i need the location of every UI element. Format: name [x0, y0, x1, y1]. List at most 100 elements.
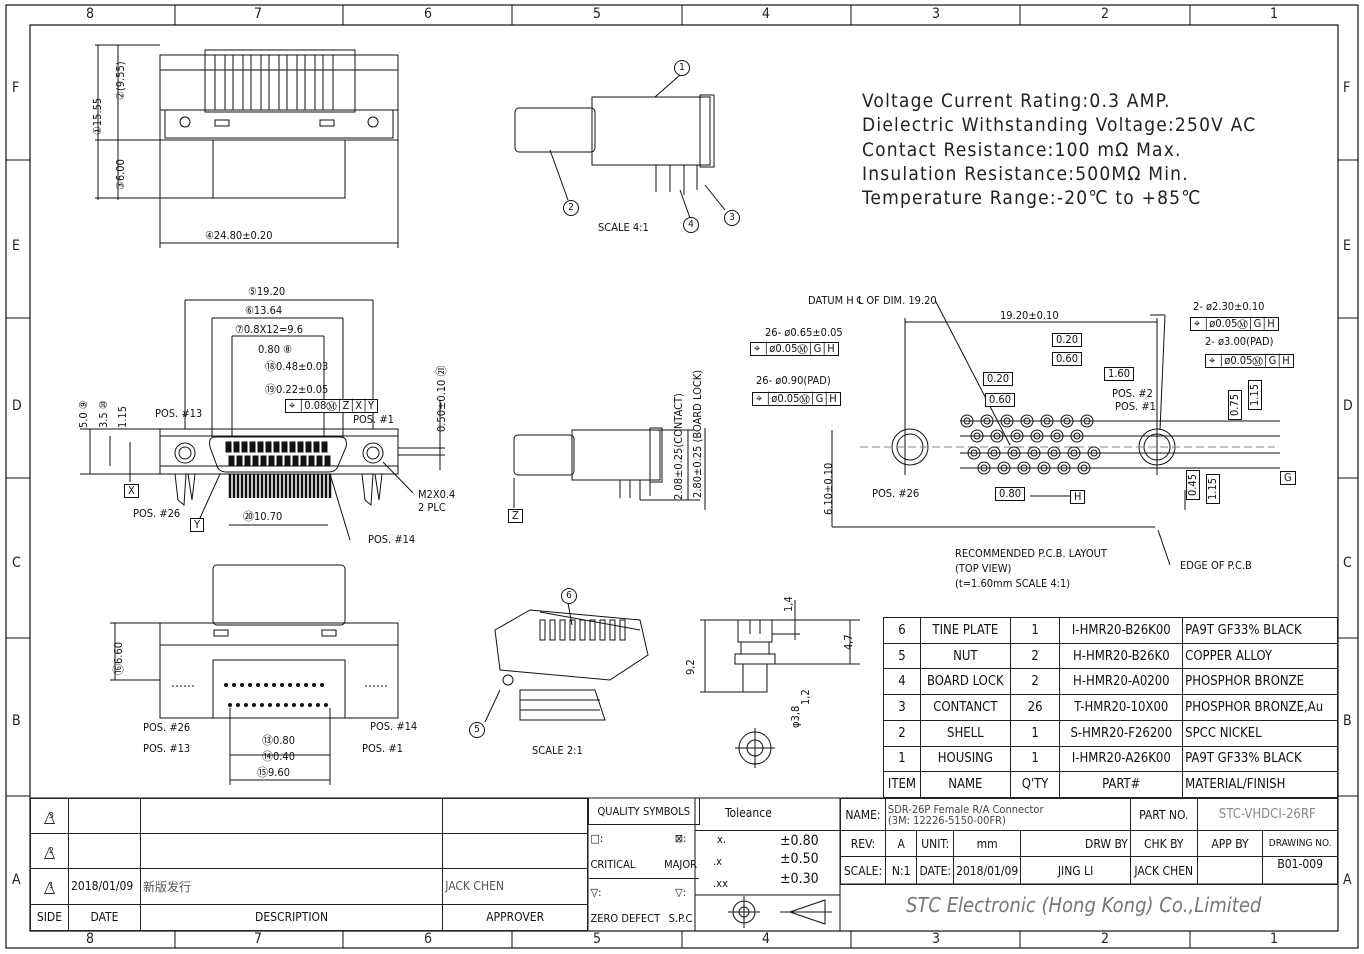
- revision-triangle-icon: △3: [43, 806, 56, 826]
- bom-material: PHOSPHOR BRONZE: [1182, 668, 1338, 696]
- row-label: C: [12, 555, 21, 571]
- quality-title: QUALITY SYMBOLS: [588, 798, 700, 826]
- bom-material: SPCC NICKEL: [1182, 719, 1338, 747]
- dim-9-2: 9,2: [684, 659, 697, 675]
- row-label: A: [1343, 872, 1352, 888]
- chk-by: JACK CHEN: [1129, 856, 1198, 885]
- dim-1-15: 1.15: [1248, 379, 1262, 410]
- app-by-label: APP BY: [1196, 830, 1264, 857]
- company-name: STC Electronic (Hong Kong) Co.,Limited: [906, 893, 1262, 917]
- position-tolerance-frame: ⌖ │ø0.05Ⓜ│G│H: [752, 392, 841, 406]
- bom-name: TINE PLATE: [919, 617, 1011, 644]
- dim-0-48: ⑱0.48±0.03: [265, 360, 329, 373]
- dim-15-55: ①15.55: [91, 97, 104, 135]
- revision-description: 新版发行: [139, 868, 444, 905]
- thread-label: M2X0.4: [418, 488, 456, 501]
- pcb-layout-view: (TOP VIEW): [955, 562, 1012, 575]
- tolerance-value: ±0.80: [780, 833, 819, 849]
- chk-by-label: CHK BY: [1129, 830, 1198, 857]
- spec-insulation-resistance: Insulation Resistance:500MΩ Min.: [862, 163, 1189, 185]
- revision-date: [67, 797, 141, 835]
- tolerance-value: ±0.50: [780, 851, 819, 867]
- bom-item: 1: [883, 745, 921, 773]
- spec-voltage-current: Voltage Current Rating:0.3 AMP.: [862, 90, 1171, 112]
- dim-0-20: 0.20: [1052, 333, 1083, 347]
- column-label: 3: [932, 931, 941, 947]
- bom-qty: 2: [1009, 668, 1061, 696]
- pos-26-label: POS. #26: [133, 507, 181, 520]
- row-label: E: [12, 238, 20, 254]
- mount-hole-spec: 2- ø2.30±0.10: [1193, 300, 1265, 313]
- dim-0-80: ⑬0.80: [262, 734, 296, 747]
- dim-1-4: 1,4: [782, 596, 795, 612]
- balloon: 2: [563, 200, 579, 216]
- bom-item: 5: [883, 642, 921, 670]
- column-label: 5: [593, 931, 602, 947]
- top-view-drawing: [95, 44, 399, 248]
- scale-label: SCALE 4:1: [598, 221, 649, 234]
- revision-description: [139, 833, 444, 870]
- unit-label: UNIT:: [916, 830, 955, 857]
- revision-approver: JACK CHEN: [442, 868, 588, 905]
- datum-y: Y: [190, 518, 205, 532]
- bom-name: CONTANCT: [919, 694, 1011, 721]
- position-tolerance-frame: ⌖ │ø0.05Ⓜ│G│H: [1190, 317, 1279, 331]
- column-label: 1: [1270, 931, 1279, 947]
- column-label: 3: [932, 6, 941, 22]
- pos-13-label: POS. #13: [155, 407, 203, 420]
- dim-2-80: 2.80±0.25 (BOARD LOCK): [691, 369, 704, 498]
- zero-defect-symbol: ▽:: [590, 885, 602, 899]
- dim-6-60: ⑯6.60: [112, 641, 125, 675]
- rev-label: REV:: [840, 830, 886, 857]
- pcb-layout-note: (t=1.60mm SCALE 4:1): [955, 577, 1071, 590]
- tolerance-key: .x: [713, 855, 722, 868]
- spec-contact-resistance: Contact Resistance:100 mΩ Max.: [862, 139, 1182, 161]
- bom-part: H-HMR20-B26K0: [1059, 642, 1184, 670]
- dim-0-45: 0.45: [1186, 469, 1200, 500]
- bom-qty: 26: [1009, 694, 1061, 721]
- scale-value: N:1: [884, 856, 918, 885]
- dim-0-20: 0.20: [983, 372, 1014, 386]
- bom-header-qty: Q'TY: [1009, 771, 1061, 798]
- title-block: NAME: SDR-26P Female R/A Connector (3M: …: [840, 798, 1339, 885]
- pcb-layout-drawing: [831, 299, 1280, 566]
- unit-value: mm: [953, 830, 1022, 857]
- dim-0-40: ⑭0.40: [262, 750, 296, 763]
- nut-drawing: [700, 600, 860, 768]
- dim-pitch: ⑦0.8X12=9.6: [235, 323, 303, 336]
- drw-by-label: DRW BY: [1020, 830, 1131, 857]
- datum-z: Z: [508, 509, 523, 523]
- revision-side: △3: [30, 797, 69, 835]
- critical-symbol: □:: [590, 831, 604, 845]
- bom-header-part: PART#: [1059, 771, 1184, 798]
- revision-approver: [442, 797, 588, 835]
- revision-header-side: SIDE: [30, 903, 69, 932]
- position-tolerance-frame: ⌖ │ø0.05Ⓜ│G│H: [1205, 354, 1294, 368]
- drawing-no: B01-009: [1262, 856, 1338, 885]
- mount-pad-spec: 2- ø3.00(PAD): [1205, 335, 1274, 348]
- column-label: 2: [1101, 6, 1110, 22]
- rev-value: A: [884, 830, 918, 857]
- side-view-drawing: [514, 74, 726, 219]
- position-tolerance-frame: ⌖ │0.08Ⓜ│Z│X│Y: [285, 399, 379, 413]
- scale-label: SCALE 2:1: [532, 744, 583, 757]
- datum-g: G: [1280, 471, 1296, 485]
- column-label: 2: [1101, 931, 1110, 947]
- dim-9-60: ⑮9.60: [257, 766, 291, 779]
- dim-10-70: ⑳10.70: [243, 510, 283, 523]
- balloon: 4: [683, 217, 699, 233]
- tolerance-key: x.: [717, 833, 726, 846]
- pcb-layout-title: RECOMMENDED P.C.B. LAYOUT: [955, 547, 1107, 560]
- bom-material: PA9T GF33% BLACK: [1182, 745, 1338, 773]
- dim-0-60: 0.60: [985, 393, 1016, 407]
- hole-spec: 26- ø0.65±0.05: [765, 326, 843, 339]
- revision-description: [139, 797, 444, 835]
- date-value: 2018/01/09: [953, 856, 1022, 885]
